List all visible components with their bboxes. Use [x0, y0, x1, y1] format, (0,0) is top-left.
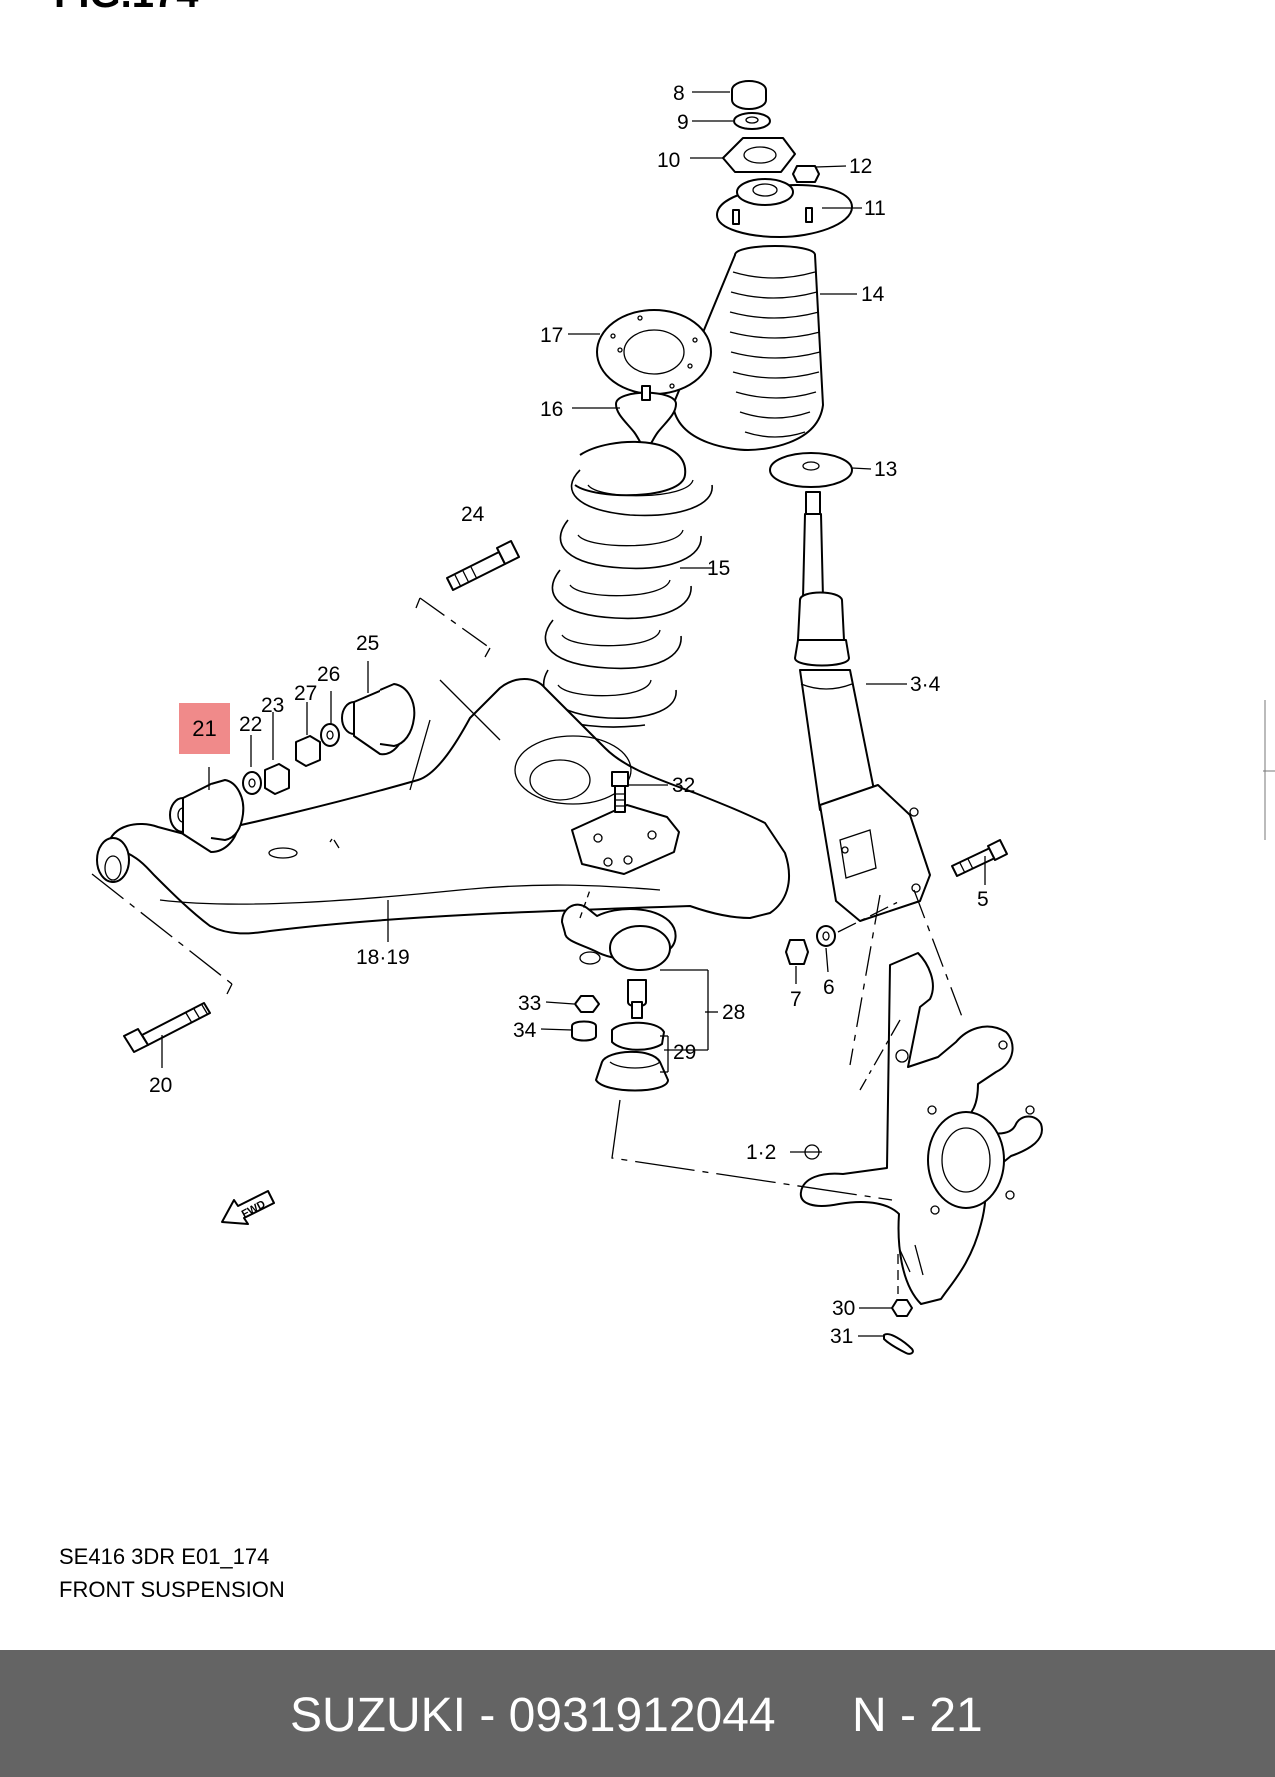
washer-part: [733, 112, 771, 130]
callout-label: 22: [239, 713, 262, 736]
callout-label: 23: [261, 694, 284, 717]
arm-rear-nut-part: [295, 735, 321, 767]
spacer-plate-part: [722, 137, 796, 173]
figure-code: SE416 3DR E01_174: [59, 1544, 270, 1569]
bolt-part: [446, 540, 520, 591]
callout-label: 16: [540, 398, 563, 421]
castle-nut-part: [891, 1299, 913, 1317]
bracket-washer-part: [816, 925, 836, 947]
bracket-bolt-part: [951, 839, 1008, 877]
callout-label: 31: [830, 1325, 853, 1348]
arm-nut-part: [264, 763, 290, 795]
coil-spring-part: [542, 440, 713, 728]
small-nut-part: [792, 165, 820, 183]
ball-joint-boot-part: [595, 1021, 669, 1092]
ball-joint-nut-part: [574, 995, 600, 1013]
nut-part: [731, 80, 767, 110]
callout-label: 1·2: [746, 1141, 776, 1164]
callout-label: 18·19: [356, 946, 410, 969]
arm-rear-washer-part: [320, 723, 340, 747]
fwd-arrow-icon: FWD: [221, 1190, 275, 1225]
callout-label: 26: [317, 663, 340, 686]
figure-title: FIG.174: [54, 0, 199, 17]
bump-stopper-part: [615, 385, 677, 449]
lower-control-arm-part: [96, 678, 790, 935]
callout-label: 5: [977, 888, 989, 911]
front-bushing-part: [169, 779, 245, 853]
callout-label: 6: [823, 976, 835, 999]
callout-label: 12: [849, 155, 872, 178]
spring-seat-part: [596, 309, 712, 395]
callout-label: 34: [513, 1019, 537, 1042]
highlighted-callout-box[interactable]: [179, 703, 230, 754]
callout-label: 24: [461, 503, 485, 526]
callout-label: 13: [874, 458, 897, 481]
strut-mount-part: [716, 178, 853, 238]
callout-label: 8: [673, 82, 685, 105]
exploded-parts-diagram: FWD 8: [91, 80, 1043, 1355]
callout-label: 11: [864, 197, 886, 220]
shock-absorber-part: [794, 491, 931, 922]
callout-label: 29: [673, 1041, 696, 1064]
callout-label: 3·4: [910, 673, 941, 696]
callout-label: 30: [832, 1297, 855, 1320]
callout-label: 27: [294, 682, 317, 705]
callout-label: 17: [540, 324, 563, 347]
footer-bar: SUZUKI - 0931912044 N - 21: [0, 1650, 1275, 1777]
lower-seat-part: [769, 452, 853, 488]
callout-label: 14: [861, 283, 885, 306]
arm-bolt-part: [123, 1002, 211, 1053]
bracket-nut-part: [785, 939, 809, 965]
callout-label: 9: [677, 111, 689, 134]
steering-knuckle-part: [799, 952, 1043, 1305]
figure-name: FRONT SUSPENSION: [59, 1577, 285, 1602]
ball-joint-bolt-part: [611, 771, 629, 813]
callout-label: 10: [657, 149, 680, 172]
rear-bushing-part: [341, 683, 416, 756]
callout-label: 28: [722, 1001, 745, 1024]
page-edge-marks: [1263, 700, 1275, 840]
callout-label: 25: [356, 632, 379, 655]
dust-boot-part: [672, 245, 824, 451]
callout-label: 20: [149, 1074, 172, 1097]
callout-label: 32: [672, 774, 695, 797]
part-number-text: SUZUKI - 0931912044: [290, 1689, 776, 1742]
callout-label: 7: [790, 988, 802, 1011]
position-number-text: N - 21: [852, 1689, 983, 1742]
fwd-label: FWD: [240, 1198, 268, 1220]
highlighted-callout-label[interactable]: 21: [192, 716, 217, 741]
callout-label: 15: [707, 557, 730, 580]
ball-joint-lock-nut-part: [571, 1020, 597, 1042]
cotter-pin-part: [883, 1333, 914, 1355]
callout-label: 33: [518, 992, 541, 1015]
arm-washer-part: [242, 771, 262, 795]
ball-joint-part: [561, 903, 677, 1019]
